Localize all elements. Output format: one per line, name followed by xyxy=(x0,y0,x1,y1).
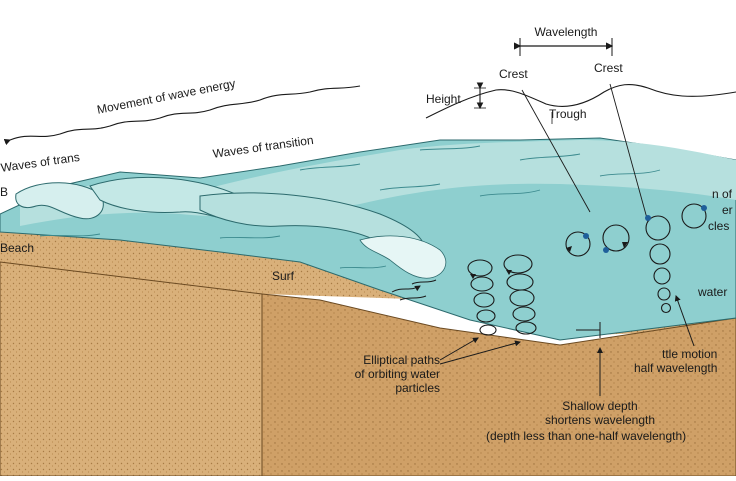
crest-left-label: Crest xyxy=(499,67,528,81)
breaker-1 xyxy=(15,182,104,220)
particle-dot xyxy=(701,205,707,211)
height-label: Height xyxy=(426,92,461,106)
sand-block-left xyxy=(0,261,263,477)
elliptical-label-1: Elliptical paths xyxy=(363,353,440,367)
shallow-label-3: (depth less than one-half wavelength) xyxy=(486,429,687,443)
wave-profile-line xyxy=(425,83,736,119)
little-motion-label-2: half wavelength xyxy=(634,361,718,375)
water-cut-label: water xyxy=(698,285,728,299)
particle-dot xyxy=(645,215,651,221)
orbit-cut-label-1: n of xyxy=(712,187,733,201)
beach-label: Beach xyxy=(0,241,35,255)
shallow-label-2: shortens wavelength xyxy=(544,413,656,427)
energy-arrow xyxy=(3,85,361,146)
wavelength-label: Wavelength xyxy=(534,25,598,39)
crest-right-label: Crest xyxy=(594,61,623,75)
elliptical-label-2: of orbiting water xyxy=(354,367,440,381)
orbit-cut-label-3: cles xyxy=(708,219,730,233)
particle-dot xyxy=(583,233,589,239)
surf-label: Surf xyxy=(272,269,295,283)
surf-foam xyxy=(359,235,447,279)
trough-label: Trough xyxy=(549,107,587,121)
breakers-cut-label: B xyxy=(0,185,9,199)
particle-dot xyxy=(603,247,609,253)
elliptical-label-3: particles xyxy=(395,381,440,395)
little-motion-label-1: ttle motion xyxy=(662,347,718,361)
shallow-label-1: Shallow depth xyxy=(562,399,638,413)
orbit-cut-label-2: er xyxy=(722,203,733,217)
